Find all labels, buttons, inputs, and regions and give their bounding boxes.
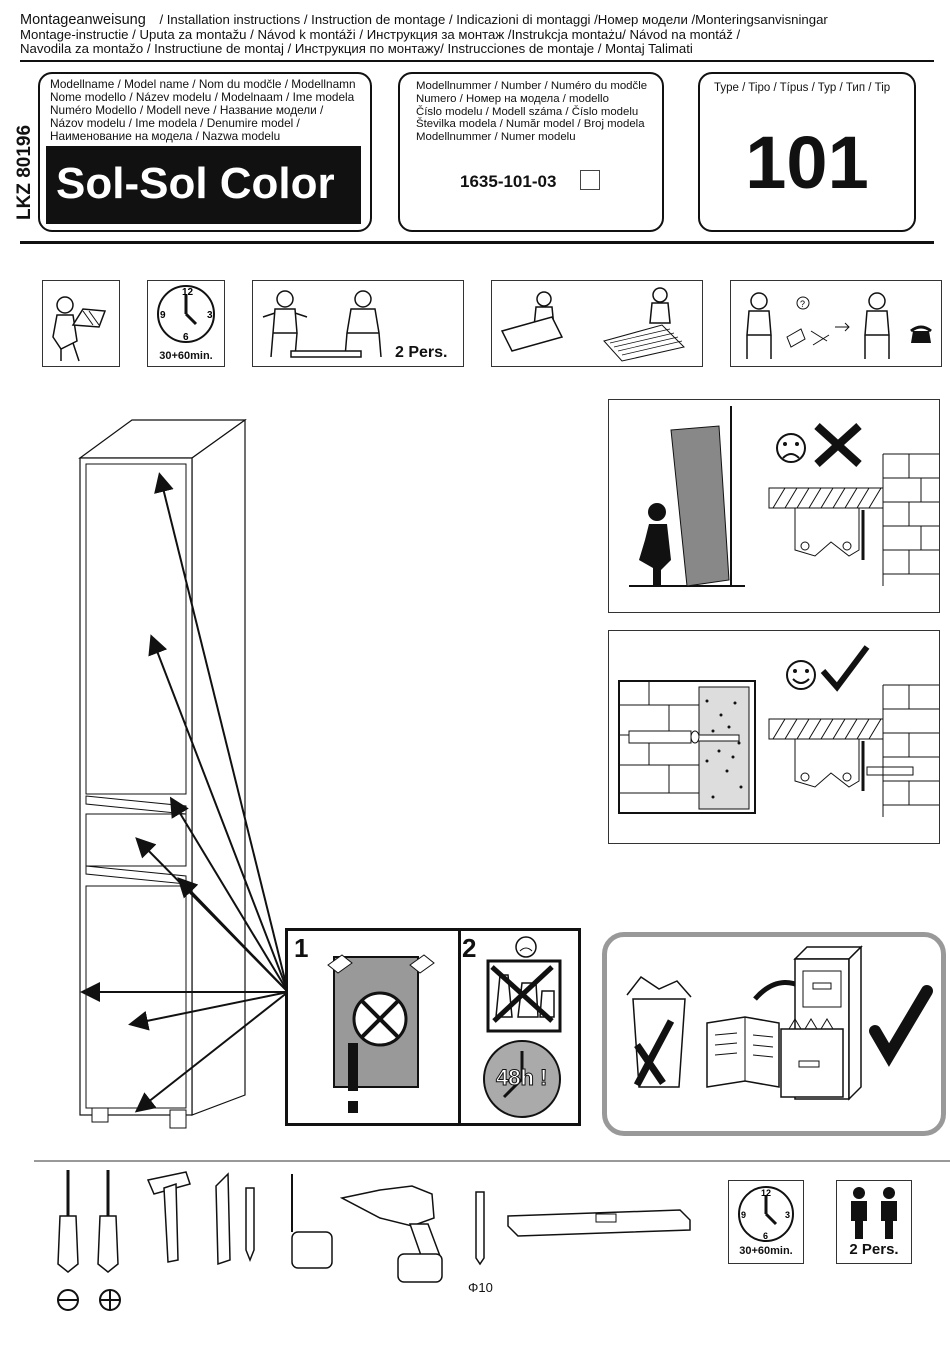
cross-icon <box>633 1019 675 1087</box>
model-number: 1635-101-03 <box>460 172 557 191</box>
tools-time-panel: 12 3 6 9 30+60min. <box>728 1180 804 1264</box>
slotted-screw-icon <box>57 1289 79 1311</box>
cabinet-drawer <box>85 813 187 867</box>
number-label-line: Številka modela / Număr model / Broj mod… <box>416 118 645 131</box>
cabinet-upper-door <box>85 463 187 795</box>
clock-num: 9 <box>160 310 166 321</box>
model-name-labels: Modellname / Model name / Nom du modčle … <box>50 78 356 143</box>
model-number-box: Modellnummer / Number / Numéro du modčle… <box>398 72 664 232</box>
tools-persons-panel: 2 Pers. <box>836 1180 912 1264</box>
call-support-icon: ? <box>746 292 932 359</box>
clock-num: 3 <box>207 310 213 321</box>
persons-label: 2 Pers. <box>395 344 448 361</box>
clock-num: 6 <box>183 332 189 343</box>
header-line-2: Montage-instructie / Uputa za montažu / … <box>20 27 741 42</box>
cabinet-foot <box>169 1109 187 1129</box>
model-number-labels: Modellnummer / Number / Numéro du modčle… <box>416 80 647 144</box>
type-box: Type / Tipo / Típus / Typ / Тип / Tip 10… <box>698 72 916 232</box>
protect-floor-icon <box>500 287 685 362</box>
wall-mount-correct-illustration <box>618 645 939 817</box>
cabinet-lower-door <box>85 885 187 1109</box>
phillips-screw-icon <box>99 1289 121 1311</box>
number-label-line: Číslo modelu / Modell száma / Číslo mode… <box>416 105 639 118</box>
cabinet-diagram <box>78 418 289 1129</box>
model-label-line: Názov modelu / Ime modela / Denumire mod… <box>50 116 300 130</box>
utility-knife-icon <box>215 1172 231 1266</box>
call-support-panel: ? <box>730 280 942 367</box>
time-label: 30+60min. <box>159 350 213 362</box>
header-rule-bottom <box>20 241 934 244</box>
question-mark-icon: ? <box>800 299 805 309</box>
no-chemicals-icon <box>486 936 562 1033</box>
clock-icon: 12 3 6 9 <box>738 1186 794 1242</box>
wall-mount-wrong-illustration <box>629 406 939 587</box>
clock-num: 12 <box>182 287 194 298</box>
reading-person-icon <box>52 296 107 362</box>
number-label-line: Numero / Номер на модела / modello <box>416 92 609 105</box>
check-icon <box>820 645 870 692</box>
model-label-line: Numéro Modello / Modell neve / Название … <box>50 103 324 117</box>
clock-icon: 12 3 6 9 <box>157 285 215 343</box>
model-label-line: Наименование на модела / Nazwa modelu <box>50 129 281 143</box>
keep-instructions-illustration <box>626 945 933 1101</box>
clock-num: 6 <box>763 1231 768 1241</box>
checkbox[interactable] <box>580 170 600 190</box>
cabinet-foot <box>91 1107 109 1123</box>
wait-clock-icon <box>483 1040 561 1118</box>
type-label: Type / Tipo / Típus / Typ / Тип / Tip <box>714 82 891 94</box>
two-workers-icon <box>262 290 382 358</box>
tape-measure-icon <box>291 1174 333 1269</box>
screw-head-icons <box>57 1289 121 1311</box>
clock-num: 9 <box>741 1210 746 1220</box>
time-panel: 12 3 6 9 30+60min. <box>147 280 225 367</box>
cleaning-arrows <box>80 472 289 1113</box>
model-name-box: Modellname / Model name / Nom du modčle … <box>38 72 372 232</box>
wall-mount-correct-panel <box>608 630 940 844</box>
model-name: Sol-Sol Color <box>46 146 361 224</box>
number-label-line: Modellnummer / Number / Numéro du modčle <box>416 80 648 92</box>
read-instructions-panel <box>42 280 120 367</box>
clock-num: 3 <box>785 1210 790 1220</box>
side-code: LKZ 80196 <box>14 124 35 220</box>
floor-protection-panel <box>491 280 703 367</box>
happy-face-icon <box>786 660 816 690</box>
number-label-line: Modellnummer / Numer modelu <box>416 131 576 144</box>
header-rule-top <box>20 60 934 62</box>
drill-icon <box>339 1185 443 1283</box>
model-label-line: Modellname / Model name / Nom du modčle … <box>50 77 356 91</box>
spirit-level-icon <box>507 1209 691 1237</box>
booklet-icon <box>706 1016 780 1088</box>
drill-bit-icon <box>475 1191 485 1266</box>
header-line-1: Montageanweisung / Installation instruct… <box>20 12 828 28</box>
model-label-line: Nome modello / Název modelu / Modelnaam … <box>50 90 355 104</box>
phillips-screwdriver-icon <box>97 1170 119 1273</box>
type-value: 101 <box>745 121 869 204</box>
two-persons-panel: 2 Pers. <box>252 280 464 367</box>
header-line-3: Navodila za montažo / Instructiune de mo… <box>20 41 693 56</box>
care-panel: 1 2 48h ! <box>285 928 581 1126</box>
doc-title: Montageanweisung <box>20 12 146 28</box>
tools-persons-label: 2 Pers. <box>849 1241 899 1258</box>
tools-time-label: 30+60min. <box>739 1245 793 1257</box>
cross-icon <box>814 423 862 467</box>
wait-label: 48h ! <box>495 1065 548 1091</box>
step-1-number: 1 <box>294 933 309 963</box>
hammer-icon <box>146 1171 191 1263</box>
care-divider <box>458 931 461 1123</box>
header-languages-1: / Installation instructions / Instructio… <box>159 12 828 27</box>
flat-screwdriver-icon <box>57 1170 79 1273</box>
drill-size-label: Φ10 <box>468 1280 493 1295</box>
keep-instructions-panel <box>602 932 946 1136</box>
tools-row <box>57 1170 691 1283</box>
sad-face-icon <box>776 433 806 463</box>
wall-mount-wrong-panel <box>608 399 940 613</box>
step-2-number: 2 <box>462 933 477 963</box>
no-harsh-cleaner-icon <box>327 954 435 1113</box>
pencil-icon <box>245 1187 255 1263</box>
tools-divider <box>34 1160 950 1162</box>
check-icon <box>869 985 933 1067</box>
two-persons-icon <box>851 1187 897 1239</box>
clock-num: 12 <box>761 1188 771 1198</box>
